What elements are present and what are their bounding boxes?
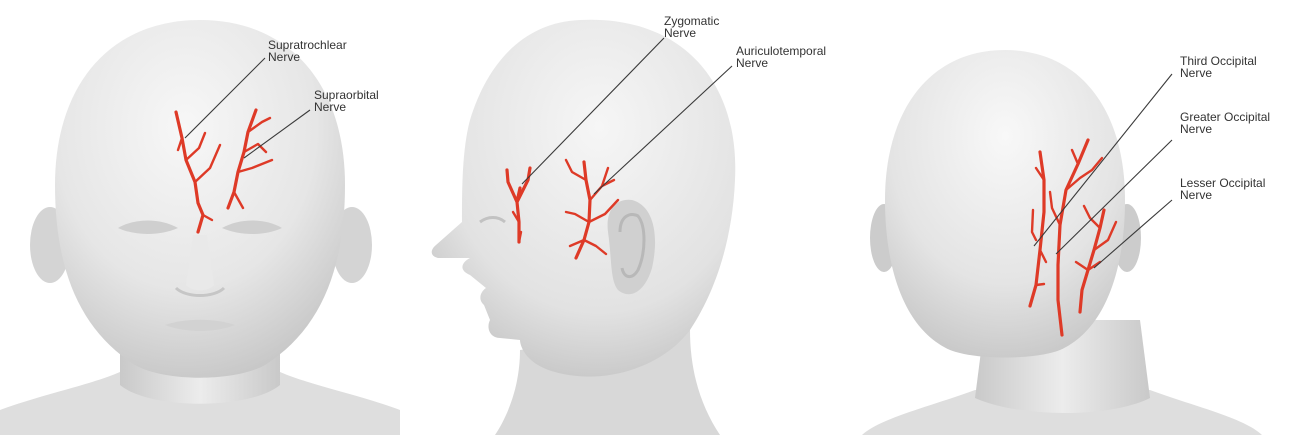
side-view: Zygomatic Nerve Auriculotemporal Nerve bbox=[432, 14, 830, 435]
lesser-occipital-label: Lesser Occipital Nerve bbox=[1180, 176, 1269, 202]
zygomatic-label: Zygomatic Nerve bbox=[664, 14, 723, 40]
back-head-illustration bbox=[862, 50, 1262, 435]
supratrochlear-label: Supratrochlear Nerve bbox=[268, 38, 350, 64]
side-head bbox=[432, 20, 736, 377]
front-view: Supratrochlear Nerve Supraorbital Nerve bbox=[0, 20, 400, 435]
supraorbital-label: Supraorbital Nerve bbox=[314, 88, 382, 114]
auriculotemporal-label: Auriculotemporal Nerve bbox=[736, 44, 829, 70]
side-head-illustration bbox=[432, 20, 736, 435]
back-view: Third Occipital Nerve Greater Occipital … bbox=[862, 50, 1273, 435]
back-labels: Third Occipital Nerve Greater Occipital … bbox=[1180, 54, 1273, 202]
back-head bbox=[885, 50, 1125, 358]
third-occipital-label: Third Occipital Nerve bbox=[1180, 54, 1260, 80]
greater-occipital-label: Greater Occipital Nerve bbox=[1180, 110, 1273, 136]
